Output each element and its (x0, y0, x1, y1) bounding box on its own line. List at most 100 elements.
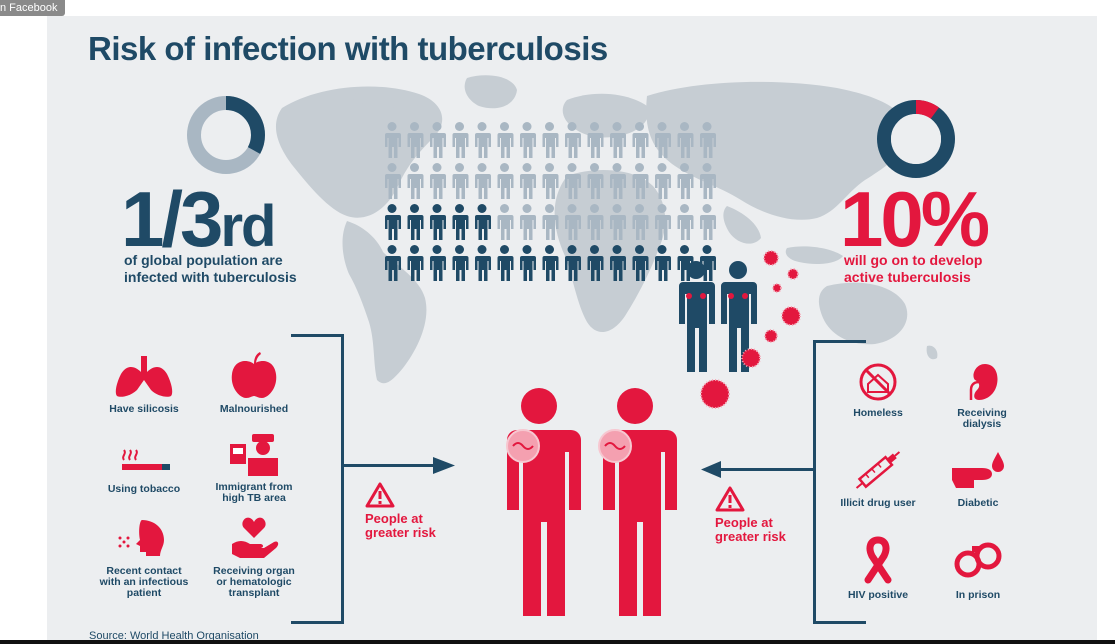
warning-line1: People at (715, 515, 773, 530)
infected-person-icon (407, 204, 424, 240)
one-third-caption: of global population are infected with t… (124, 252, 344, 286)
healthy-person-icon (452, 122, 469, 158)
infected-person-icon (452, 245, 469, 281)
ten-percent-caption-line2: active tuberculosis (844, 269, 971, 285)
healthy-person-icon (700, 163, 716, 199)
risk-label-line1: Receiving (957, 407, 1007, 419)
risk-malnourished: Malnourished (199, 352, 309, 415)
infected-person-icon (430, 245, 446, 281)
risk-label-line1: Immigrant from (215, 481, 293, 493)
facebook-share-tab[interactable]: n Facebook (0, 0, 66, 16)
healthy-person-icon (520, 122, 536, 158)
risk-silicosis: Have silicosis (89, 352, 199, 415)
risk-hiv: HIV positive (823, 534, 933, 601)
healthy-person-icon (655, 122, 671, 158)
risk-label-line3: patient (126, 587, 162, 599)
risk-label-line2: with an infectious (99, 576, 189, 588)
ten-percent-donut-chart (877, 100, 955, 178)
healthy-person-icon (452, 163, 469, 199)
cigarette-icon (122, 449, 170, 470)
healthy-person-icon (475, 163, 491, 199)
healthy-person-icon (565, 163, 581, 199)
warning-triangle-icon (365, 482, 395, 508)
healthy-person-icon (520, 204, 536, 240)
people-at-risk-illustration (506, 388, 677, 616)
one-third-number: 1/3 (121, 175, 223, 263)
world-map-background (275, 75, 938, 384)
healthy-person-icon (475, 122, 491, 158)
healthy-person-icon (407, 122, 424, 158)
infected-person-icon (632, 245, 649, 281)
risk-immigrant: Immigrant from high TB area (199, 430, 309, 504)
risk-transplant: Receiving organ or hematologic transplan… (199, 514, 309, 599)
no-home-icon (859, 363, 897, 401)
lungs-icon (115, 356, 173, 397)
ten-percent-caption: will go on to develop active tuberculosi… (844, 252, 1044, 286)
healthy-person-icon (520, 163, 536, 199)
infographic-card: Risk of infection with tuberculosis 1/3r… (47, 16, 1097, 642)
healthy-person-icon (385, 122, 401, 158)
risk-label: Diabetic (957, 497, 999, 509)
healthy-person-icon (497, 122, 514, 158)
bacteria-trail-illustration (700, 250, 801, 409)
right-arrow-to-people (701, 461, 813, 478)
infected-person-icon (475, 204, 491, 240)
infected-person-icon (700, 245, 716, 281)
coughing-head-icon (118, 520, 164, 556)
immigration-officer-icon (230, 434, 278, 476)
risk-label: Illicit drug user (840, 497, 916, 509)
infected-person-icon (430, 204, 446, 240)
infected-people-illustration (679, 261, 757, 372)
ten-percent-caption-line1: will go on to develop (844, 252, 983, 268)
risk-label-line1: Recent contact (106, 565, 182, 577)
risk-label-line3: transplant (228, 587, 280, 599)
healthy-person-icon (610, 163, 626, 199)
one-third-caption-line1: of global population are (124, 252, 283, 268)
healthy-person-icon (677, 163, 694, 199)
healthy-person-icon (497, 163, 514, 199)
risk-recent-contact: Recent contact with an infectious patien… (89, 514, 199, 599)
healthy-person-icon (542, 122, 559, 158)
handcuffs-icon (954, 542, 1002, 578)
healthy-person-icon (632, 204, 649, 240)
warning-line1: People at (365, 511, 423, 526)
hand-heart-icon (232, 517, 279, 558)
one-third-donut-chart (187, 96, 265, 174)
risk-label: Using tobacco (107, 483, 181, 495)
one-third-stat: 1/3rd (121, 180, 276, 259)
risk-label-line2: high TB area (222, 492, 286, 504)
population-people-grid (385, 122, 716, 281)
healthy-person-icon (610, 122, 626, 158)
infected-person-icon (385, 245, 401, 281)
risk-label: Homeless (853, 407, 903, 419)
healthy-person-icon (677, 204, 694, 240)
one-third-caption-line2: infected with tuberculosis (124, 269, 297, 285)
risk-dialysis: Receiving dialysis (927, 362, 1037, 430)
risk-homeless: Homeless (823, 362, 933, 419)
infected-person-icon (587, 245, 604, 281)
risk-drug-user: Illicit drug user (823, 448, 933, 509)
healthy-person-icon (542, 204, 559, 240)
one-third-suffix: rd (220, 194, 276, 259)
syringe-icon (855, 451, 901, 489)
infected-person-icon (475, 245, 491, 281)
risk-label-line1: Receiving organ (213, 565, 295, 577)
healthy-person-icon (587, 163, 604, 199)
healthy-person-icon (610, 204, 626, 240)
healthy-person-icon (677, 122, 694, 158)
left-warning: People at greater risk (365, 482, 436, 540)
risk-label-line2: dialysis (962, 418, 1002, 430)
right-warning: People at greater risk (715, 486, 786, 544)
right-risk-bracket (813, 340, 866, 624)
infected-person-icon (610, 245, 626, 281)
healthy-person-icon (655, 163, 671, 199)
warning-line2: greater risk (365, 525, 436, 540)
infographic-title: Risk of infection with tuberculosis (88, 30, 608, 67)
warning-triangle-icon (715, 486, 745, 512)
infected-person-icon (655, 245, 671, 281)
source-citation: Source: World Health Organisation (89, 630, 259, 642)
healthy-person-icon (632, 163, 649, 199)
infected-person-icon (407, 245, 424, 281)
warning-line2: greater risk (715, 529, 786, 544)
healthy-person-icon (407, 163, 424, 199)
